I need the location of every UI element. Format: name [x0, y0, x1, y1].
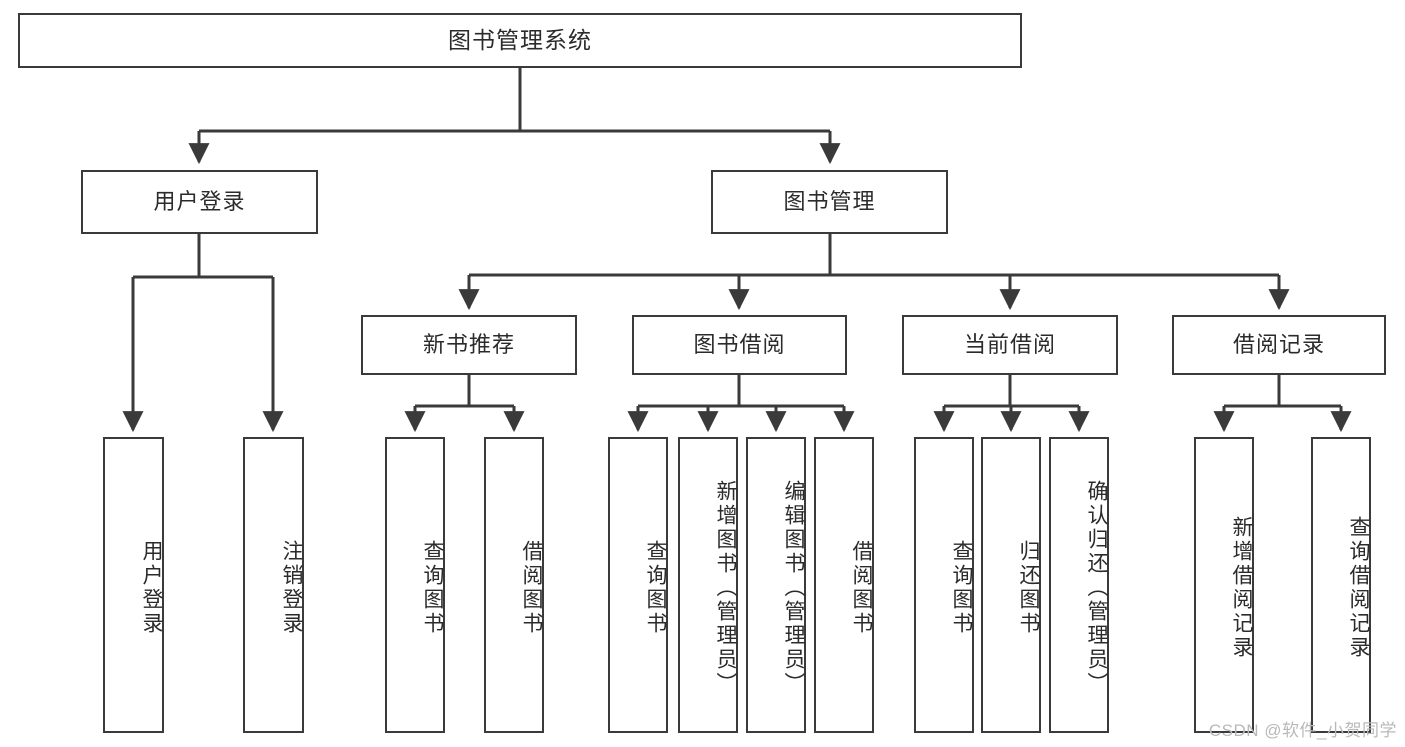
leaf-borrow-edit-book-admin[interactable]: 编辑图书（管理员） — [746, 437, 806, 733]
leaf-label: 新增借阅记录 — [1230, 516, 1253, 660]
leaf-label: 确认归还（管理员） — [1085, 480, 1108, 696]
node-user-login[interactable]: 用户登录 — [81, 170, 318, 234]
leaf-current-return-book[interactable]: 归还图书 — [981, 437, 1041, 733]
leaf-label: 查询图书 — [950, 540, 973, 636]
leaf-label: 注销登录 — [280, 540, 303, 636]
leaf-borrow-borrow-book[interactable]: 借阅图书 — [814, 437, 874, 733]
leaf-label: 查询图书 — [644, 540, 667, 636]
leaf-user-login-login[interactable]: 用户登录 — [103, 437, 164, 733]
leaf-label: 查询借阅记录 — [1347, 516, 1370, 660]
leaf-current-confirm-return-admin[interactable]: 确认归还（管理员） — [1049, 437, 1109, 733]
node-book-borrow[interactable]: 图书借阅 — [632, 315, 847, 375]
leaf-borrow-query-book[interactable]: 查询图书 — [608, 437, 668, 733]
leaf-user-login-logout[interactable]: 注销登录 — [243, 437, 304, 733]
node-borrow-record[interactable]: 借阅记录 — [1172, 315, 1386, 375]
node-root-system[interactable]: 图书管理系统 — [18, 13, 1022, 68]
node-new-book-recommend[interactable]: 新书推荐 — [361, 315, 577, 375]
leaf-label: 借阅图书 — [520, 540, 543, 636]
leaf-recommend-borrow-book[interactable]: 借阅图书 — [484, 437, 544, 733]
leaf-label: 用户登录 — [140, 540, 163, 636]
leaf-current-query-book[interactable]: 查询图书 — [914, 437, 974, 733]
node-current-borrow[interactable]: 当前借阅 — [902, 315, 1118, 375]
node-book-management[interactable]: 图书管理 — [711, 170, 948, 234]
watermark: CSDN @软件_小贺同学 — [1208, 721, 1397, 740]
leaf-label: 归还图书 — [1017, 540, 1040, 636]
leaf-label: 借阅图书 — [850, 540, 873, 636]
leaf-record-add-record[interactable]: 新增借阅记录 — [1194, 437, 1254, 733]
leaf-recommend-query-book[interactable]: 查询图书 — [385, 437, 445, 733]
leaf-label: 编辑图书（管理员） — [782, 480, 805, 696]
leaf-borrow-add-book-admin[interactable]: 新增图书（管理员） — [678, 437, 738, 733]
leaf-label: 查询图书 — [421, 540, 444, 636]
leaf-label: 新增图书（管理员） — [714, 480, 737, 696]
leaf-record-query-record[interactable]: 查询借阅记录 — [1311, 437, 1371, 733]
